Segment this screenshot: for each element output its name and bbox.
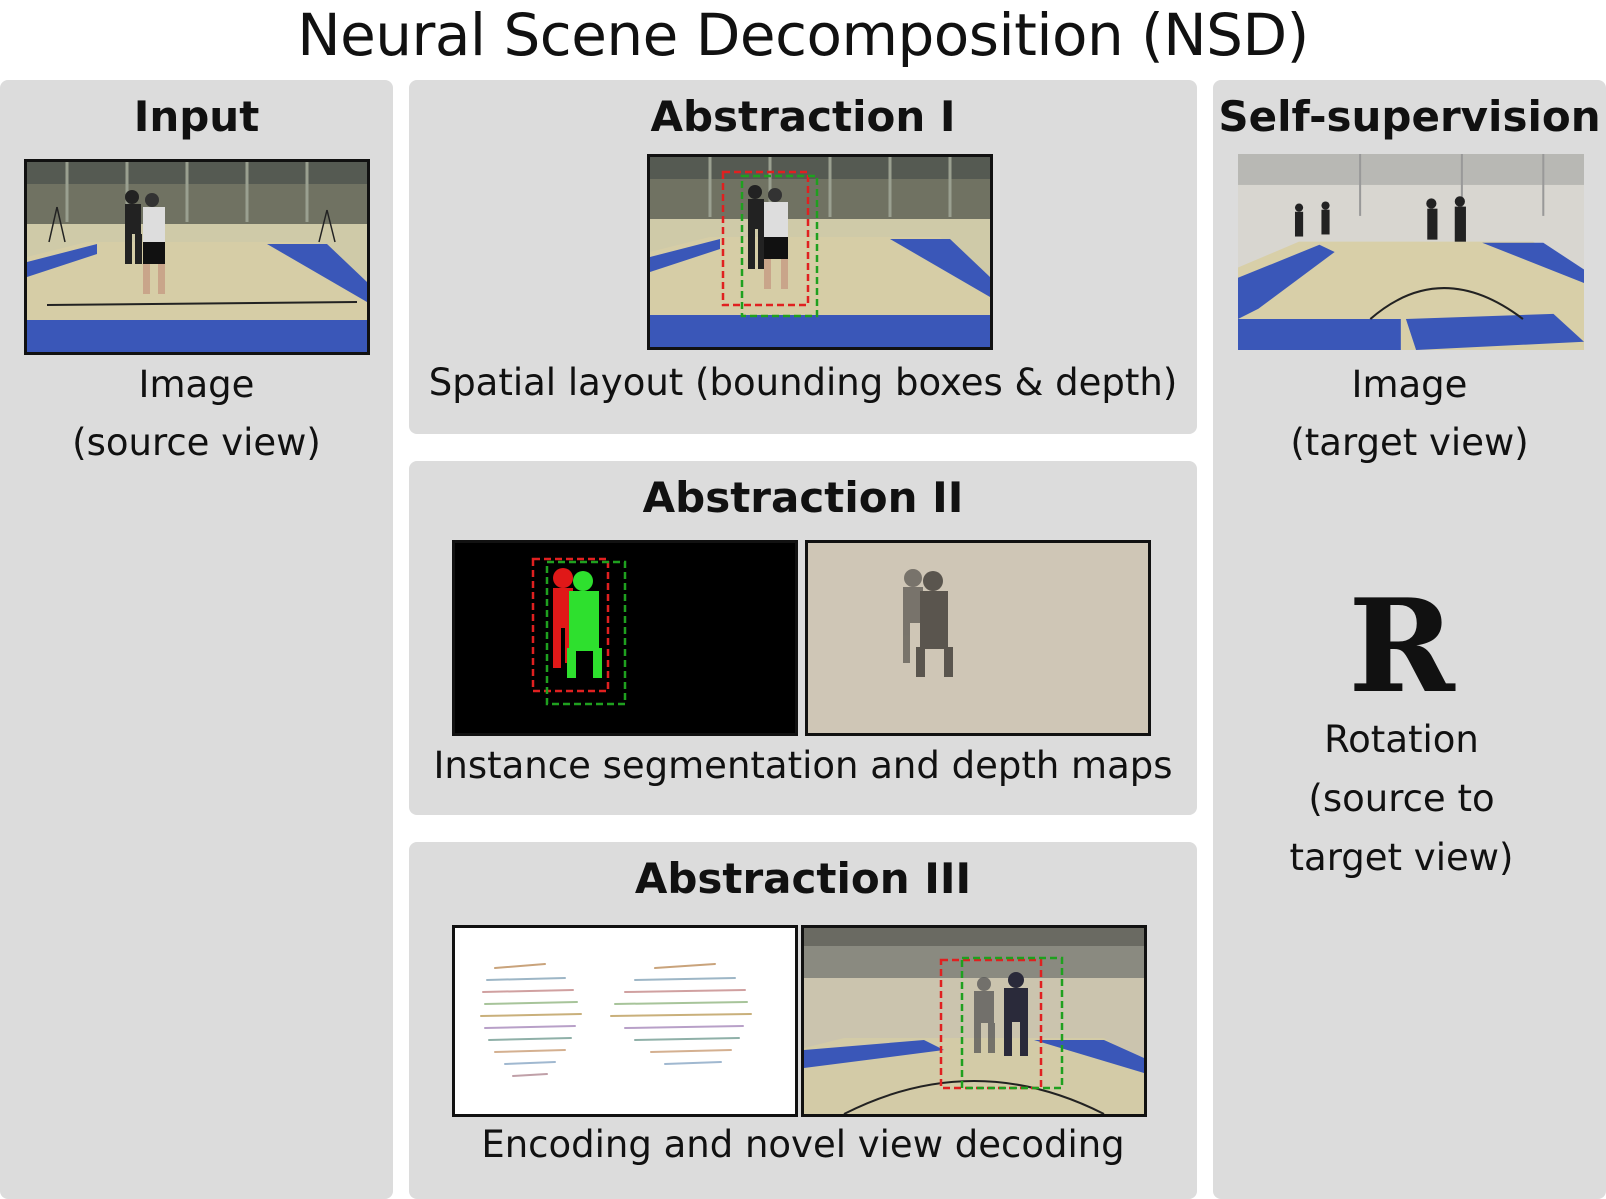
novel-view-decoding-image bbox=[801, 925, 1147, 1117]
source-view-image bbox=[24, 159, 370, 355]
abstraction-2-heading: Abstraction II bbox=[642, 473, 964, 522]
abstraction-1-caption: Spatial layout (bounding boxes & depth) bbox=[428, 361, 1178, 404]
abstraction-3-caption: Encoding and novel view decoding bbox=[481, 1123, 1125, 1166]
target-caption-line2: (target view) bbox=[1290, 421, 1529, 464]
input-caption-line2: (source view) bbox=[72, 421, 321, 464]
instance-segmentation-image bbox=[452, 540, 798, 736]
self-supervision-panel: Self-supervision Image (target view) R R… bbox=[1213, 80, 1606, 1199]
input-caption-line1: Image bbox=[138, 363, 255, 406]
rotation-symbol: R bbox=[1348, 572, 1455, 722]
abstraction-1-panel: Abstraction I Spatial layout (bounding b… bbox=[409, 80, 1197, 434]
rotation-caption-line2: (source to bbox=[1308, 777, 1495, 820]
abstraction-2-panel: Abstraction II Instance segmentation and… bbox=[409, 461, 1197, 815]
target-view-image bbox=[1238, 154, 1584, 350]
depth-map-image bbox=[805, 540, 1151, 736]
input-heading: Input bbox=[133, 92, 260, 141]
encoding-image bbox=[452, 925, 798, 1117]
abstraction-1-heading: Abstraction I bbox=[650, 92, 956, 141]
rotation-caption-line3: target view) bbox=[1289, 836, 1514, 879]
abstraction-2-caption: Instance segmentation and depth maps bbox=[433, 744, 1173, 787]
rotation-caption-line1: Rotation bbox=[1324, 718, 1479, 761]
bounding-box-red bbox=[721, 170, 810, 307]
target-caption-line1: Image bbox=[1351, 363, 1468, 406]
spatial-layout-image bbox=[647, 154, 993, 350]
abstraction-3-panel: Abstraction III bbox=[409, 842, 1197, 1199]
abstraction-3-heading: Abstraction III bbox=[634, 854, 972, 903]
bounding-box-green bbox=[740, 174, 819, 318]
input-panel: Input Image (source view) bbox=[0, 80, 393, 1199]
self-supervision-heading: Self-supervision bbox=[1218, 92, 1601, 141]
figure-title: Neural Scene Decomposition (NSD) bbox=[297, 1, 1309, 69]
